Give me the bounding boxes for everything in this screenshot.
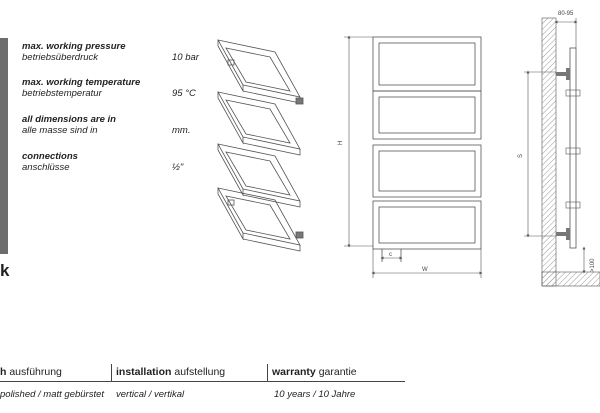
finish-label-de: ausführung bbox=[9, 366, 62, 378]
finish-value: polished / matt gebürstet bbox=[0, 389, 105, 400]
dimension-bottom-offset: >100 bbox=[590, 258, 596, 272]
spec-pressure: max. working pressure betriebsüberdruck bbox=[22, 41, 125, 63]
front-panel-4 bbox=[372, 200, 482, 250]
side-color-bar bbox=[0, 38, 8, 254]
spec-pressure-heading: max. working pressure bbox=[22, 41, 126, 52]
table-separator-2 bbox=[267, 364, 268, 381]
installation-value: vertical / vertikal bbox=[116, 389, 185, 400]
technical-drawing: H c W 80-95 S >100 bbox=[217, 11, 600, 287]
front-panel-3 bbox=[372, 144, 482, 198]
warranty-value: 10 years / 10 Jahre bbox=[274, 389, 356, 400]
table-header-installation: installation aufstellung bbox=[116, 366, 225, 378]
edge-letter: k bbox=[0, 261, 10, 280]
spec-dimensions: all dimensions are in alle masse sind in bbox=[22, 114, 116, 136]
wall-bracket-bottom bbox=[556, 228, 570, 240]
dimension-top-offset: 80-95 bbox=[558, 11, 574, 17]
wall-section bbox=[541, 17, 557, 287]
spec-temperature-heading: max. working temperature bbox=[22, 77, 141, 88]
perspective-panel-3 bbox=[217, 143, 301, 208]
perspective-panel-4 bbox=[217, 187, 301, 252]
finish-label-en: h bbox=[0, 366, 7, 378]
valve-top-right bbox=[295, 97, 304, 105]
valve-bottom-left bbox=[227, 199, 235, 206]
table-header-warranty: warranty garantie bbox=[272, 366, 357, 378]
table-header-finish: h ausführung bbox=[0, 366, 62, 378]
spec-temperature-value: 95 °C bbox=[172, 88, 196, 99]
wall-bracket-top bbox=[556, 68, 570, 80]
floor-section bbox=[541, 271, 600, 287]
spec-connections-heading: connections bbox=[22, 151, 78, 162]
spec-pressure-value: 10 bar bbox=[172, 52, 199, 63]
side-dimensions bbox=[524, 18, 586, 274]
spec-connections-sub: anschlüsse bbox=[22, 162, 70, 173]
side-view bbox=[541, 17, 600, 287]
dimension-h-label: H bbox=[338, 141, 344, 145]
front-view bbox=[372, 36, 482, 262]
spec-temperature-sub: betriebstemperatur bbox=[22, 88, 102, 99]
front-dimensions bbox=[344, 35, 483, 278]
spec-dimensions-sub: alle masse sind in bbox=[22, 125, 98, 136]
installation-label-de: aufstellung bbox=[174, 366, 226, 378]
front-panel-2 bbox=[372, 90, 482, 140]
dimension-s-label: S bbox=[518, 154, 524, 158]
installation-label-en: installation bbox=[116, 366, 172, 378]
perspective-view bbox=[217, 39, 304, 252]
spec-temperature: max. working temperature betriebstempera… bbox=[22, 77, 140, 99]
spec-connections-value: ½" bbox=[172, 162, 184, 173]
dimension-w-label: W bbox=[422, 267, 428, 273]
front-panel-1 bbox=[372, 36, 482, 92]
valve-bottom-right bbox=[295, 231, 304, 239]
perspective-panel-1 bbox=[217, 39, 301, 104]
table-separator-1 bbox=[111, 364, 112, 381]
spec-pressure-sub: betriebsüberdruck bbox=[22, 52, 99, 63]
valve-top-left bbox=[227, 59, 235, 66]
perspective-panel-2 bbox=[217, 91, 301, 156]
spec-dimensions-heading: all dimensions are in bbox=[22, 114, 116, 125]
spec-dimensions-value: mm. bbox=[172, 125, 191, 136]
warranty-label-en: warranty bbox=[272, 366, 316, 378]
dimension-c-label: c bbox=[389, 252, 392, 258]
spec-connections: connections anschlüsse bbox=[22, 151, 78, 173]
warranty-label-de: garantie bbox=[318, 366, 357, 378]
table-rule bbox=[0, 381, 405, 382]
